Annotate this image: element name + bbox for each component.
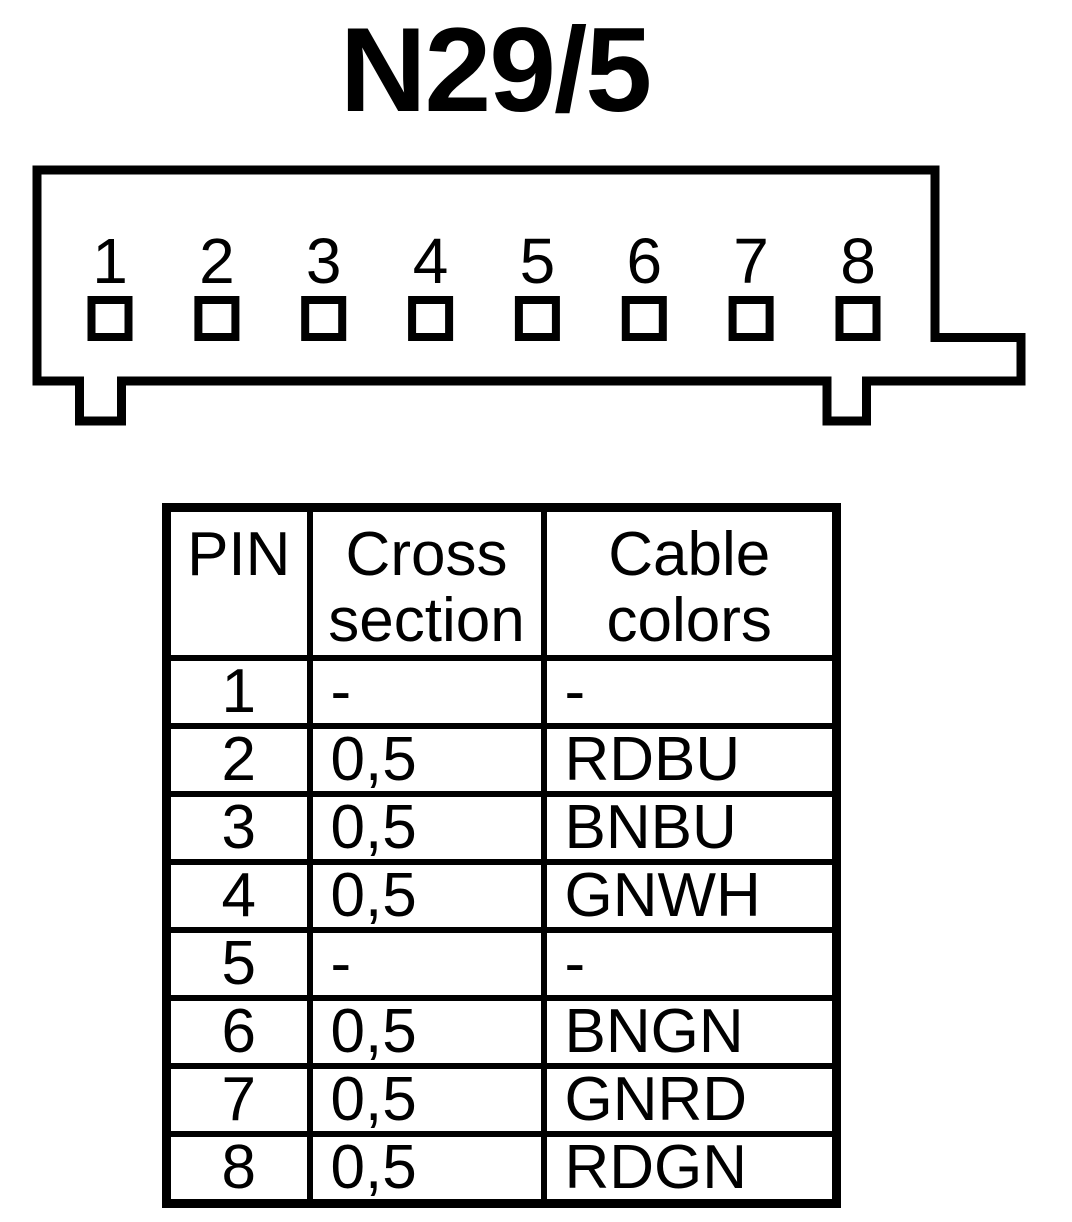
pin-cell: 7 xyxy=(163,1062,313,1137)
table-row: 4 0,5 GNWH xyxy=(163,858,840,933)
cross-section-cell: - xyxy=(306,926,547,1001)
cross-section-cell: 0,5 xyxy=(306,1130,547,1206)
pin-cell: 8 xyxy=(163,1130,313,1206)
table-row: 8 0,5 RDGN xyxy=(163,1130,840,1206)
table-row: 3 0,5 BNBU xyxy=(163,790,840,865)
pin-cell: 5 xyxy=(163,926,313,1001)
cross-section-cell: 0,5 xyxy=(306,994,547,1069)
pin-cell: 6 xyxy=(163,994,313,1069)
col-header-cross-section: Cross section xyxy=(306,504,547,661)
pin-cell: 1 xyxy=(163,654,313,729)
pin-number-6: 6 xyxy=(627,225,663,297)
pin-table: PIN Cross section Cable colors 1 - - 2 0… xyxy=(162,503,841,1208)
pin-number-2: 2 xyxy=(199,225,235,297)
pin-cell: 3 xyxy=(163,790,313,865)
cable-color-cell: GNWH xyxy=(540,858,840,933)
pin-slot-8 xyxy=(835,296,881,341)
cable-color-cell: GNRD xyxy=(540,1062,840,1137)
cable-color-cell: - xyxy=(540,654,840,729)
pin-cell: 4 xyxy=(163,858,313,933)
col-header-pin: PIN xyxy=(163,504,313,661)
pin-number-1: 1 xyxy=(92,225,128,297)
table-row: 1 - - xyxy=(163,654,840,729)
cross-section-cell: 0,5 xyxy=(306,1062,547,1137)
pin-slot-1 xyxy=(87,296,133,341)
pin-slot-2 xyxy=(194,296,240,341)
pin-number-3: 3 xyxy=(306,225,342,297)
col-header-cable-colors: Cable colors xyxy=(540,504,840,661)
cable-color-cell: BNBU xyxy=(540,790,840,865)
pin-slot-3 xyxy=(301,296,347,341)
cable-color-cell: - xyxy=(540,926,840,1001)
table-row: 6 0,5 BNGN xyxy=(163,994,840,1069)
pin-slot-7 xyxy=(728,296,774,341)
pin-cell: 2 xyxy=(163,722,313,797)
pin-number-8: 8 xyxy=(840,225,876,297)
table-row: 7 0,5 GNRD xyxy=(163,1062,840,1137)
pin-number-5: 5 xyxy=(520,225,556,297)
cable-color-cell: RDGN xyxy=(540,1130,840,1206)
cable-color-cell: BNGN xyxy=(540,994,840,1069)
pin-slot-6 xyxy=(621,296,667,341)
pin-slot-5 xyxy=(514,296,560,341)
pin-slot-4 xyxy=(408,296,454,341)
table-row: 2 0,5 RDBU xyxy=(163,722,840,797)
cable-color-cell: RDBU xyxy=(540,722,840,797)
pin-number-7: 7 xyxy=(733,225,769,297)
cross-section-cell: - xyxy=(306,654,547,729)
connector-diagram: 1 2 3 4 5 6 7 8 xyxy=(32,165,1026,426)
page-title: N29/5 xyxy=(339,3,652,137)
table-header-row: PIN Cross section Cable colors xyxy=(163,504,840,661)
cross-section-cell: 0,5 xyxy=(306,790,547,865)
table-row: 5 - - xyxy=(163,926,840,1001)
pin-number-4: 4 xyxy=(413,225,449,297)
cross-section-cell: 0,5 xyxy=(306,722,547,797)
connector-outline xyxy=(32,165,1026,426)
cross-section-cell: 0,5 xyxy=(306,858,547,933)
